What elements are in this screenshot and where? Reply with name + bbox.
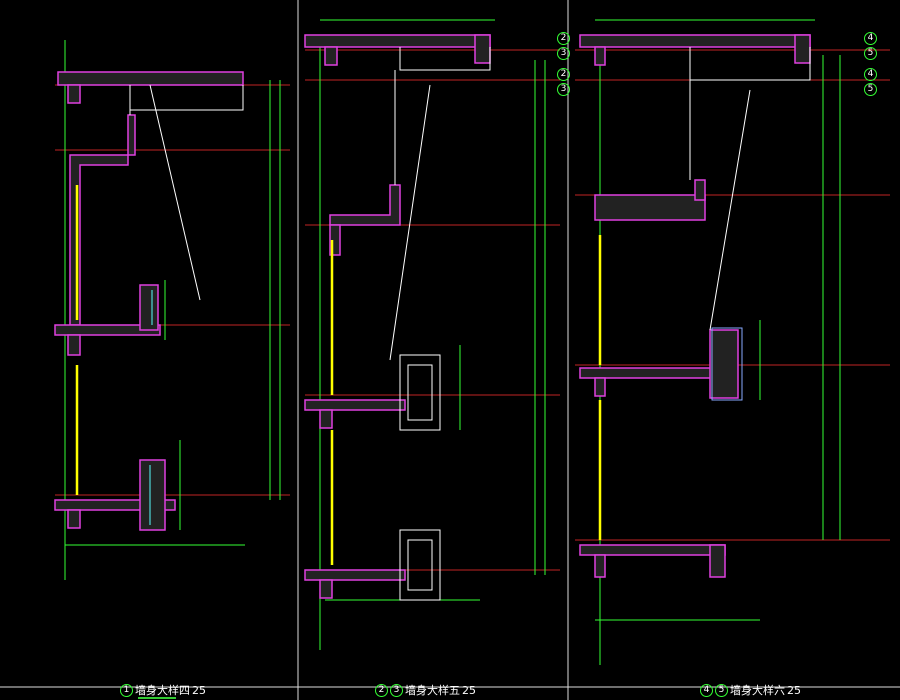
section-mark: 2: [557, 68, 570, 81]
detail-mark: 2: [375, 683, 388, 697]
detail-mark: 1: [120, 683, 133, 697]
detail-mark: 3: [390, 683, 403, 697]
section-marks-panel-3: 4 5 4 5: [864, 32, 877, 96]
wall-section-detail-4: [54, 40, 290, 580]
title-text: 墙身大样六: [730, 684, 785, 697]
title-scale: 25: [787, 683, 801, 697]
section-mark: 4: [864, 32, 877, 45]
title-text: 墙身大样五: [405, 684, 460, 697]
title-scale: 25: [192, 683, 206, 697]
section-mark: 3: [557, 47, 570, 60]
section-mark: 5: [864, 47, 877, 60]
section-mark: 2: [557, 32, 570, 45]
title-text: 墙身大样四: [135, 684, 190, 697]
wall-section-detail-6: [575, 19, 890, 665]
drawing-title-1: 1 墙身大样四 25: [120, 682, 206, 699]
section-mark: 5: [864, 83, 877, 96]
section-mark: 4: [864, 68, 877, 81]
section-marks-panel-2: 2 3 2 3: [557, 32, 570, 96]
drawing-title-3: 4 5 墙身大样六 25: [700, 682, 801, 698]
title-scale: 25: [462, 683, 476, 697]
detail-mark: 4: [700, 683, 713, 697]
drawing-title-2: 2 3 墙身大样五 25: [375, 682, 476, 698]
wall-section-detail-5: [304, 19, 560, 650]
section-mark: 3: [557, 83, 570, 96]
detail-mark: 5: [715, 683, 728, 697]
